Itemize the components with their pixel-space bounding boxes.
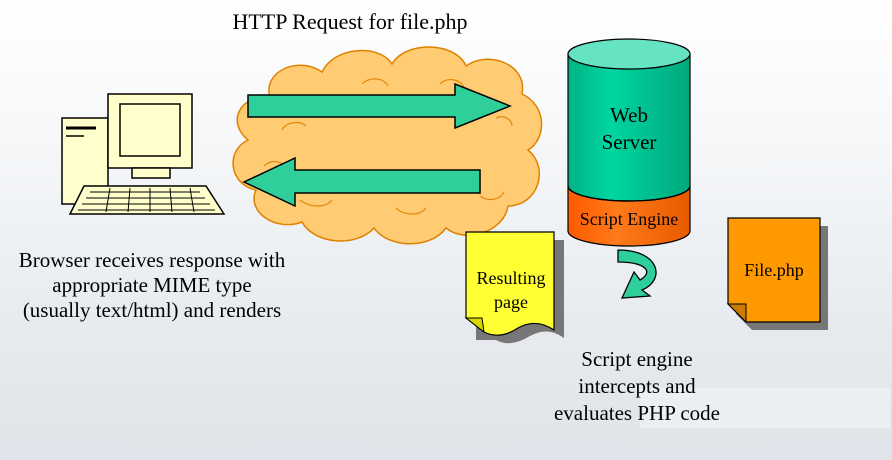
internet-cloud bbox=[232, 46, 543, 245]
request-arrow bbox=[247, 82, 513, 130]
resulting-page-document bbox=[464, 231, 564, 344]
server-label-line2: Server bbox=[602, 130, 657, 154]
resulting-page-line1: Resulting bbox=[476, 268, 545, 288]
php-file-label: File.php bbox=[744, 260, 804, 280]
background-band bbox=[640, 388, 890, 428]
computer-icon bbox=[61, 93, 226, 215]
php-file-document bbox=[726, 217, 828, 330]
script-engine-section bbox=[567, 185, 691, 247]
script-engine-label: Script Engine bbox=[580, 209, 678, 229]
diagram-title: HTTP Request for file.php bbox=[232, 9, 468, 34]
server-label-line1: Web bbox=[610, 103, 648, 127]
response-arrow bbox=[242, 156, 481, 208]
script-engine-caption: Script engine intercepts and evaluates P… bbox=[553, 347, 720, 425]
browser-caption: Browser receives response with appropria… bbox=[18, 248, 286, 323]
resulting-page-line2: page bbox=[494, 292, 528, 312]
curved-arrow-icon bbox=[617, 249, 657, 299]
web-server-cylinder bbox=[567, 38, 691, 202]
